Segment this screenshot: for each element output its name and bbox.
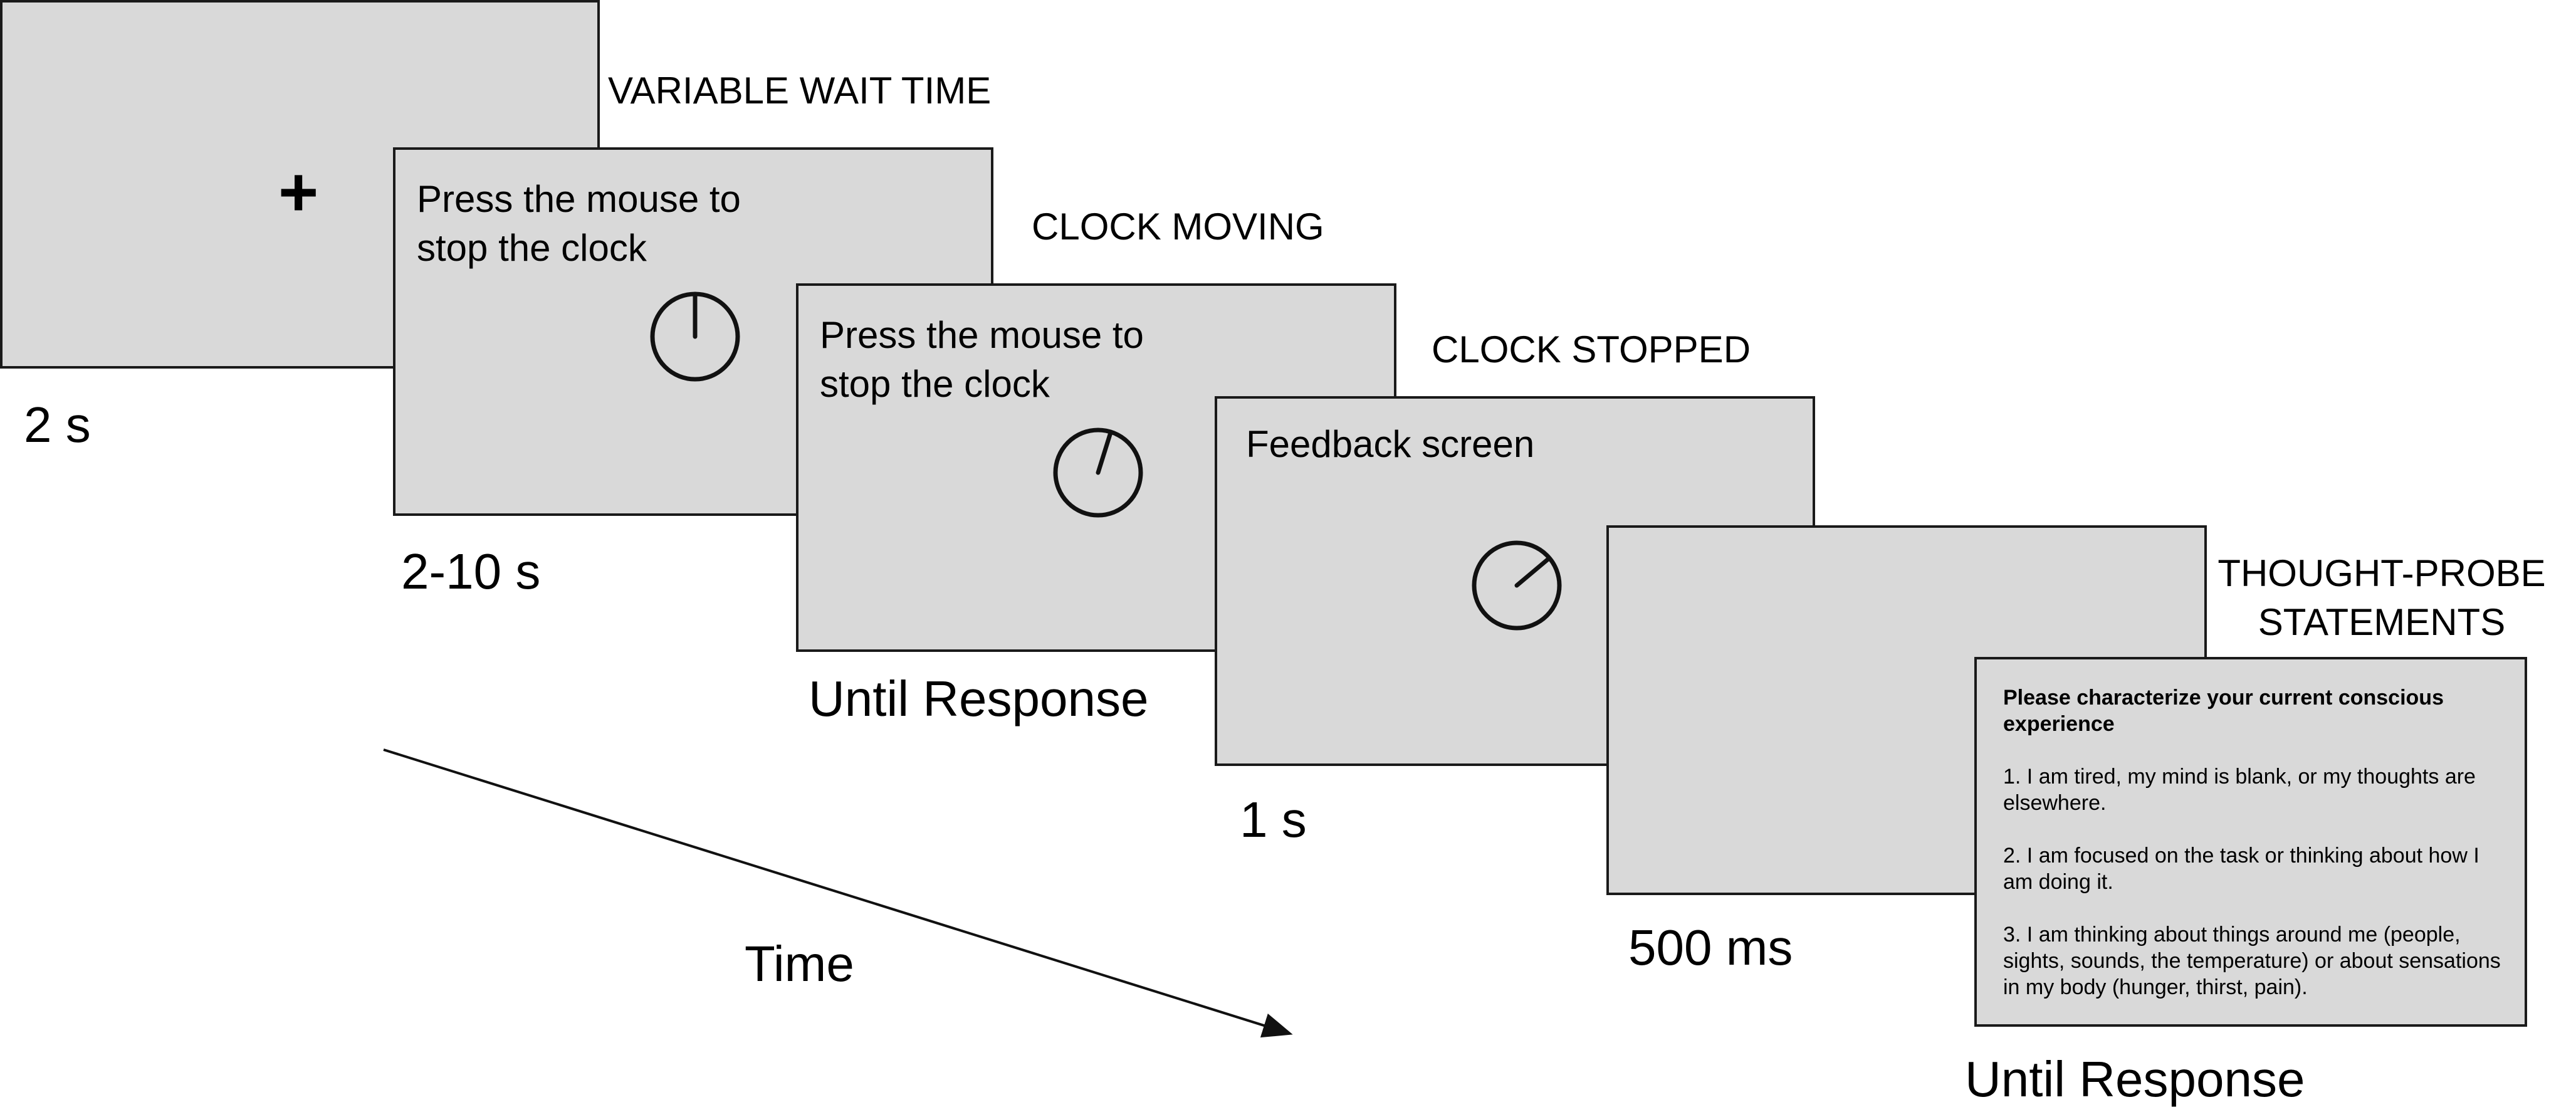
wait-duration: 2-10 s: [401, 543, 541, 599]
probe-screen: Please characterize your current conscio…: [1974, 657, 2527, 1027]
feedback-text: Feedback screen: [1246, 423, 1535, 465]
time-axis-label: Time: [745, 936, 854, 992]
fixation-cross: +: [278, 154, 319, 231]
probe-duration: Until Response: [1965, 1051, 2305, 1107]
probe-statement-2: 2. I am focused on the task or thinking …: [2003, 844, 2479, 894]
stopped-phase-label: CLOCK STOPPED: [1432, 328, 1751, 370]
moving-duration: Until Response: [809, 671, 1149, 726]
moving-phase-label: CLOCK MOVING: [1032, 206, 1324, 248]
probe-heading: Please characterize your current conscio…: [2003, 686, 2444, 736]
stopped-duration: 1 s: [1240, 792, 1307, 847]
clock-icon-stopped: [1472, 540, 1562, 631]
probe-statement-1: 1. I am tired, my mind is blank, or my t…: [2003, 765, 2476, 815]
wait-phase-label: VARIABLE WAIT TIME: [608, 70, 992, 112]
clock-icon-moving: [1053, 427, 1143, 518]
probe-phase-label-line2: STATEMENTS: [2258, 601, 2506, 643]
fixation-duration: 2 s: [24, 397, 91, 453]
probe-phase-label: THOUGHT-PROBE STATEMENTS: [2212, 549, 2551, 647]
wait-instruction: Press the mouse to stop the clock: [417, 178, 741, 269]
probe-content: Please characterize your current conscio…: [2003, 685, 2505, 1000]
blank-duration: 500 ms: [1628, 920, 1793, 975]
clock-icon-upright: [650, 291, 740, 382]
moving-instruction: Press the mouse to stop the clock: [820, 314, 1144, 405]
probe-statement-3: 3. I am thinking about things around me …: [2003, 923, 2501, 999]
probe-phase-label-line1: THOUGHT-PROBE: [2217, 552, 2546, 594]
